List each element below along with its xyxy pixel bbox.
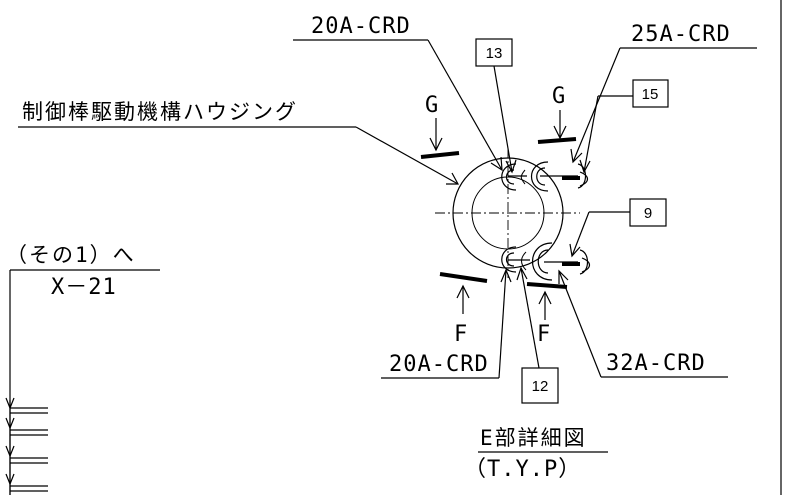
label-20a-crd-bottom: 20A-CRD xyxy=(389,352,489,377)
leader-20a-crd-top xyxy=(293,39,503,172)
section-bar-f-left xyxy=(439,272,488,283)
continuation-reference: （その1）へ X－21 xyxy=(6,243,160,495)
leader-housing xyxy=(18,126,460,185)
detail-caption: E部詳細図 （T.Y.P） xyxy=(464,426,608,482)
tag-12: 12 xyxy=(521,367,559,404)
section-bar-g-left xyxy=(420,151,460,159)
svg-text:12: 12 xyxy=(532,378,549,395)
leader-tag-13 xyxy=(493,65,517,174)
leader-tag-12 xyxy=(516,266,540,369)
pipe-stub-upper-right xyxy=(520,161,589,192)
arrow-g-left xyxy=(429,118,443,152)
label-25a-crd: 25A-CRD xyxy=(631,22,731,47)
label-32a-crd: 32A-CRD xyxy=(606,351,706,376)
label-f-right: F xyxy=(537,322,551,347)
label-f-left: F xyxy=(454,322,468,347)
tag-15: 15 xyxy=(632,79,669,108)
label-ref-from: （その1）へ xyxy=(6,243,136,267)
pipe-bundle-bottom-left xyxy=(5,397,48,495)
leader-32a-crd xyxy=(558,269,728,378)
tag-9: 9 xyxy=(629,198,667,227)
leader-tag-15 xyxy=(579,95,633,174)
label-crd-housing: 制御棒駆動機構ハウジング xyxy=(22,100,298,124)
label-g-left: G xyxy=(425,93,439,118)
svg-text:15: 15 xyxy=(642,86,659,103)
pipe-stub-lower-left xyxy=(501,246,530,273)
section-bar-f-right xyxy=(526,282,568,289)
arrow-f-left xyxy=(456,284,470,314)
label-g-right: G xyxy=(552,84,566,109)
arrow-g-right xyxy=(553,110,567,140)
crd-housing-section xyxy=(435,148,580,278)
label-20a-crd-top: 20A-CRD xyxy=(311,14,411,39)
caption-subtitle: （T.Y.P） xyxy=(464,457,581,482)
label-ref-sheet: X－21 xyxy=(51,275,117,300)
tag-13: 13 xyxy=(475,38,513,67)
leader-20a-crd-bottom xyxy=(381,268,512,379)
caption-title: E部詳細図 xyxy=(480,426,587,450)
leader-tag-9 xyxy=(569,211,630,258)
svg-text:9: 9 xyxy=(644,205,652,222)
leader-25a-crd xyxy=(570,47,757,164)
section-bar-g-right xyxy=(537,137,577,144)
svg-text:13: 13 xyxy=(486,45,503,62)
arrow-f-right xyxy=(538,290,552,320)
